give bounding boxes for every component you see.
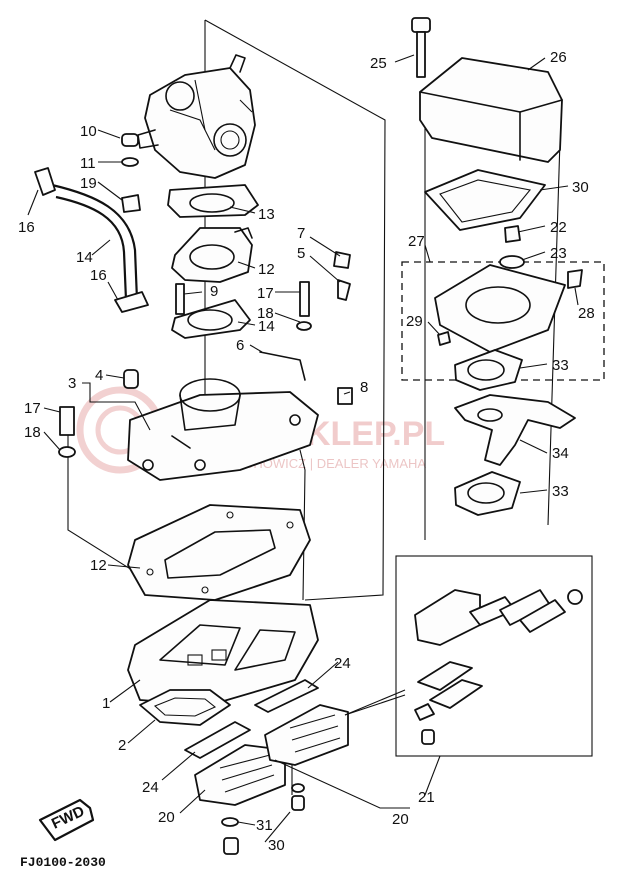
assembly-line-center bbox=[299, 449, 306, 601]
callout-2: 2 bbox=[118, 737, 126, 754]
carburetor bbox=[137, 54, 256, 179]
callout-17-right: 17 bbox=[257, 285, 274, 302]
air-box-gasket-upper bbox=[454, 349, 523, 391]
callout-31: 30 bbox=[268, 837, 285, 854]
callout-21: 21 bbox=[418, 789, 435, 806]
reed-block-right bbox=[264, 704, 349, 766]
reed-plate-right bbox=[254, 679, 319, 713]
air-box-assembly bbox=[401, 225, 605, 381]
callout-11: 11 bbox=[80, 155, 96, 172]
callout-7: 7 bbox=[297, 225, 305, 242]
reed-plate-left bbox=[184, 721, 251, 759]
callout-22: 22 bbox=[550, 219, 567, 236]
intake-gasket-lower bbox=[171, 299, 251, 339]
callout-30-label: 30 bbox=[572, 179, 589, 196]
callout-33-upper: 33 bbox=[552, 357, 569, 374]
assembly-line-main bbox=[204, 19, 386, 601]
callout-4: 4 bbox=[95, 367, 103, 384]
callout-3: 3 bbox=[68, 375, 76, 392]
callout-12-label: 12 bbox=[90, 557, 107, 574]
callout-8: 8 bbox=[360, 379, 368, 396]
intake-manifold bbox=[171, 227, 253, 283]
fwd-arrow: FWD bbox=[38, 798, 95, 842]
fasteners bbox=[58, 133, 353, 458]
callout-9: 9 bbox=[210, 283, 218, 300]
housing-gasket bbox=[139, 689, 231, 726]
callout-34: 34 bbox=[552, 445, 569, 462]
callout-32: 31 bbox=[256, 817, 273, 834]
reed-block-left bbox=[194, 744, 286, 806]
callout-18-right: 18 bbox=[257, 305, 274, 322]
callout-10: 10 bbox=[80, 123, 97, 140]
reed-screws bbox=[221, 783, 305, 855]
callout-5: 5 bbox=[297, 245, 305, 262]
callout-27: 27 bbox=[408, 233, 425, 250]
callout-25-label: 25 bbox=[370, 55, 387, 72]
callout-14-lower: 14 bbox=[258, 318, 275, 335]
air-filter bbox=[424, 169, 546, 231]
callout-20-right: 20 bbox=[392, 811, 409, 828]
diagram-code: FJ0100-2030 bbox=[20, 855, 106, 870]
callout-28: 28 bbox=[578, 305, 595, 322]
callout-16-lower: 16 bbox=[90, 267, 107, 284]
air-box-cover bbox=[419, 57, 563, 163]
callout-24-right: 24 bbox=[334, 655, 351, 672]
callout-33-lower: 33 bbox=[552, 483, 569, 500]
callout-23: 23 bbox=[550, 245, 567, 262]
callout-24-left: 24 bbox=[142, 779, 159, 796]
callout-13: 12 bbox=[258, 261, 275, 278]
callout-29: 29 bbox=[406, 313, 423, 330]
air-box-gasket-lower bbox=[454, 471, 521, 516]
callout-1: 1 bbox=[102, 695, 110, 712]
assembly-line-airbox-right bbox=[547, 139, 561, 526]
fwd-label: FWD bbox=[49, 803, 87, 833]
callout-14-upper: 13 bbox=[258, 206, 275, 223]
callout-15: 14 bbox=[76, 249, 93, 266]
adapter-plate bbox=[127, 378, 319, 481]
fuel-hose bbox=[34, 167, 149, 313]
reed-detail-box bbox=[344, 555, 593, 757]
callout-18-left: 18 bbox=[24, 424, 41, 441]
callout-labels: 10 11 19 16 14 16 13 12 9 14 7 5 17 18 6… bbox=[18, 49, 595, 854]
callout-20-left: 20 bbox=[158, 809, 175, 826]
callout-17-left: 17 bbox=[24, 400, 41, 417]
assembly-line-bolt bbox=[67, 430, 141, 576]
callout-6: 6 bbox=[236, 337, 244, 354]
callout-26-label: 26 bbox=[550, 49, 567, 66]
air-box-bracket bbox=[454, 394, 576, 466]
reed-gasket bbox=[127, 504, 311, 601]
callout-19: 19 bbox=[80, 175, 97, 192]
callout-16-upper: 16 bbox=[18, 219, 35, 236]
reed-housing bbox=[127, 599, 319, 706]
air-box-bolt bbox=[411, 17, 431, 78]
callout-leaders bbox=[27, 54, 579, 843]
intake-gasket-upper bbox=[167, 184, 259, 218]
